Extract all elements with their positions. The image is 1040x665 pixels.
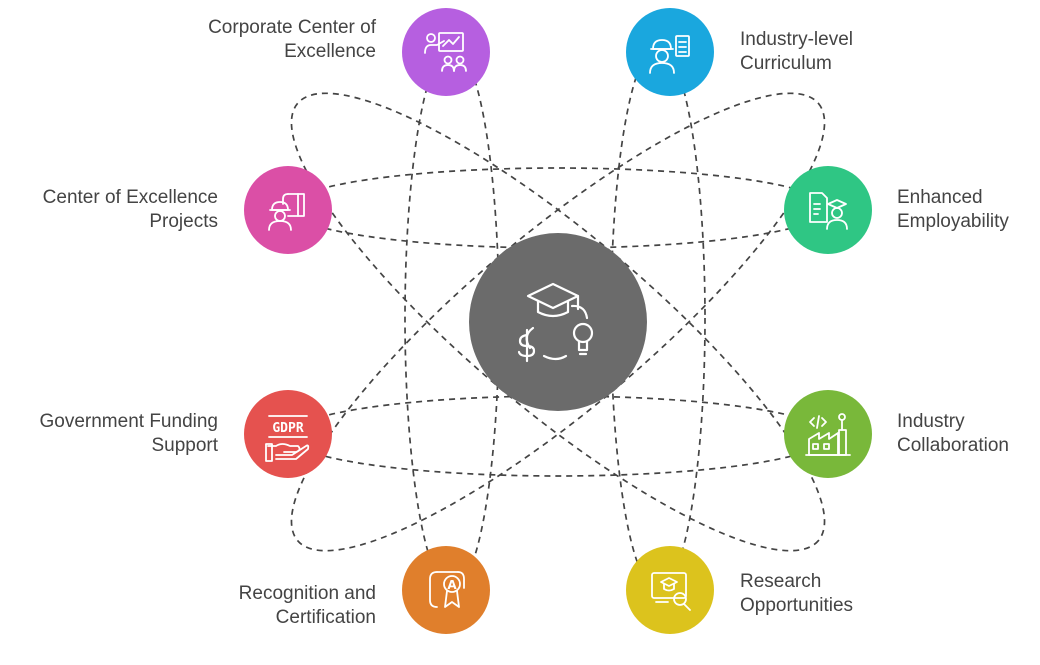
label-line: Opportunities	[740, 595, 854, 616]
node-research[interactable]	[626, 546, 714, 634]
label-coe-projects: Center of Excellence Projects	[43, 186, 218, 234]
center-circle	[469, 233, 647, 411]
node-circle	[402, 8, 490, 96]
node-circle	[784, 166, 872, 254]
factory-code-icon	[805, 413, 851, 456]
label-line: Government Funding	[39, 411, 219, 432]
label-line: Support	[151, 435, 218, 456]
label-line: Curriculum	[740, 53, 832, 74]
node-industry-collaboration[interactable]	[784, 390, 872, 478]
label-line: Industry	[897, 411, 965, 432]
research-monitor-icon	[651, 572, 691, 611]
label-corporate-coe: Corporate Center of Excellence	[208, 16, 376, 64]
svg-text:GDPR: GDPR	[272, 421, 303, 436]
worker-checklist-icon	[649, 35, 690, 74]
node-corporate-coe[interactable]	[402, 8, 490, 96]
presentation-team-icon	[424, 32, 467, 72]
label-recognition: Recognition and Certification	[239, 582, 376, 630]
label-line: Collaboration	[897, 435, 1009, 456]
label-line: Employability	[897, 211, 1009, 232]
gdpr-hand-icon: GDPR	[265, 415, 310, 462]
label-employability: Enhanced Employability	[897, 186, 1009, 234]
svg-text:A: A	[447, 578, 457, 592]
label-line: Recognition and	[238, 583, 376, 604]
label-line: Certification	[275, 607, 376, 628]
node-recognition[interactable]: A	[402, 546, 490, 634]
label-line: Research	[740, 571, 822, 592]
certificate-award-icon: A	[429, 571, 465, 608]
label-line: Excellence	[284, 41, 376, 62]
label-government-funding: Government Funding Support	[40, 410, 219, 458]
node-employability[interactable]	[784, 166, 872, 254]
node-government-funding[interactable]: GDPR	[244, 390, 332, 478]
graduation-cap-money-idea-icon	[517, 282, 594, 363]
node-industry-curriculum[interactable]	[626, 8, 714, 96]
label-line: Corporate Center of	[208, 17, 376, 38]
node-coe-projects[interactable]	[244, 166, 332, 254]
center-hub	[469, 233, 647, 411]
label-industry-curriculum: Industry-level Curriculum	[740, 28, 853, 76]
label-line: Enhanced	[897, 187, 983, 208]
label-line: Projects	[149, 211, 218, 232]
graduate-document-icon	[809, 192, 848, 230]
label-research: Research Opportunities	[740, 570, 853, 618]
node-circle	[626, 8, 714, 96]
label-line: Center of Excellence	[42, 187, 218, 208]
label-industry-collaboration: Industry Collaboration	[897, 410, 1009, 458]
engineer-blueprint-icon	[268, 193, 305, 231]
label-line: Industry-level	[740, 29, 853, 50]
